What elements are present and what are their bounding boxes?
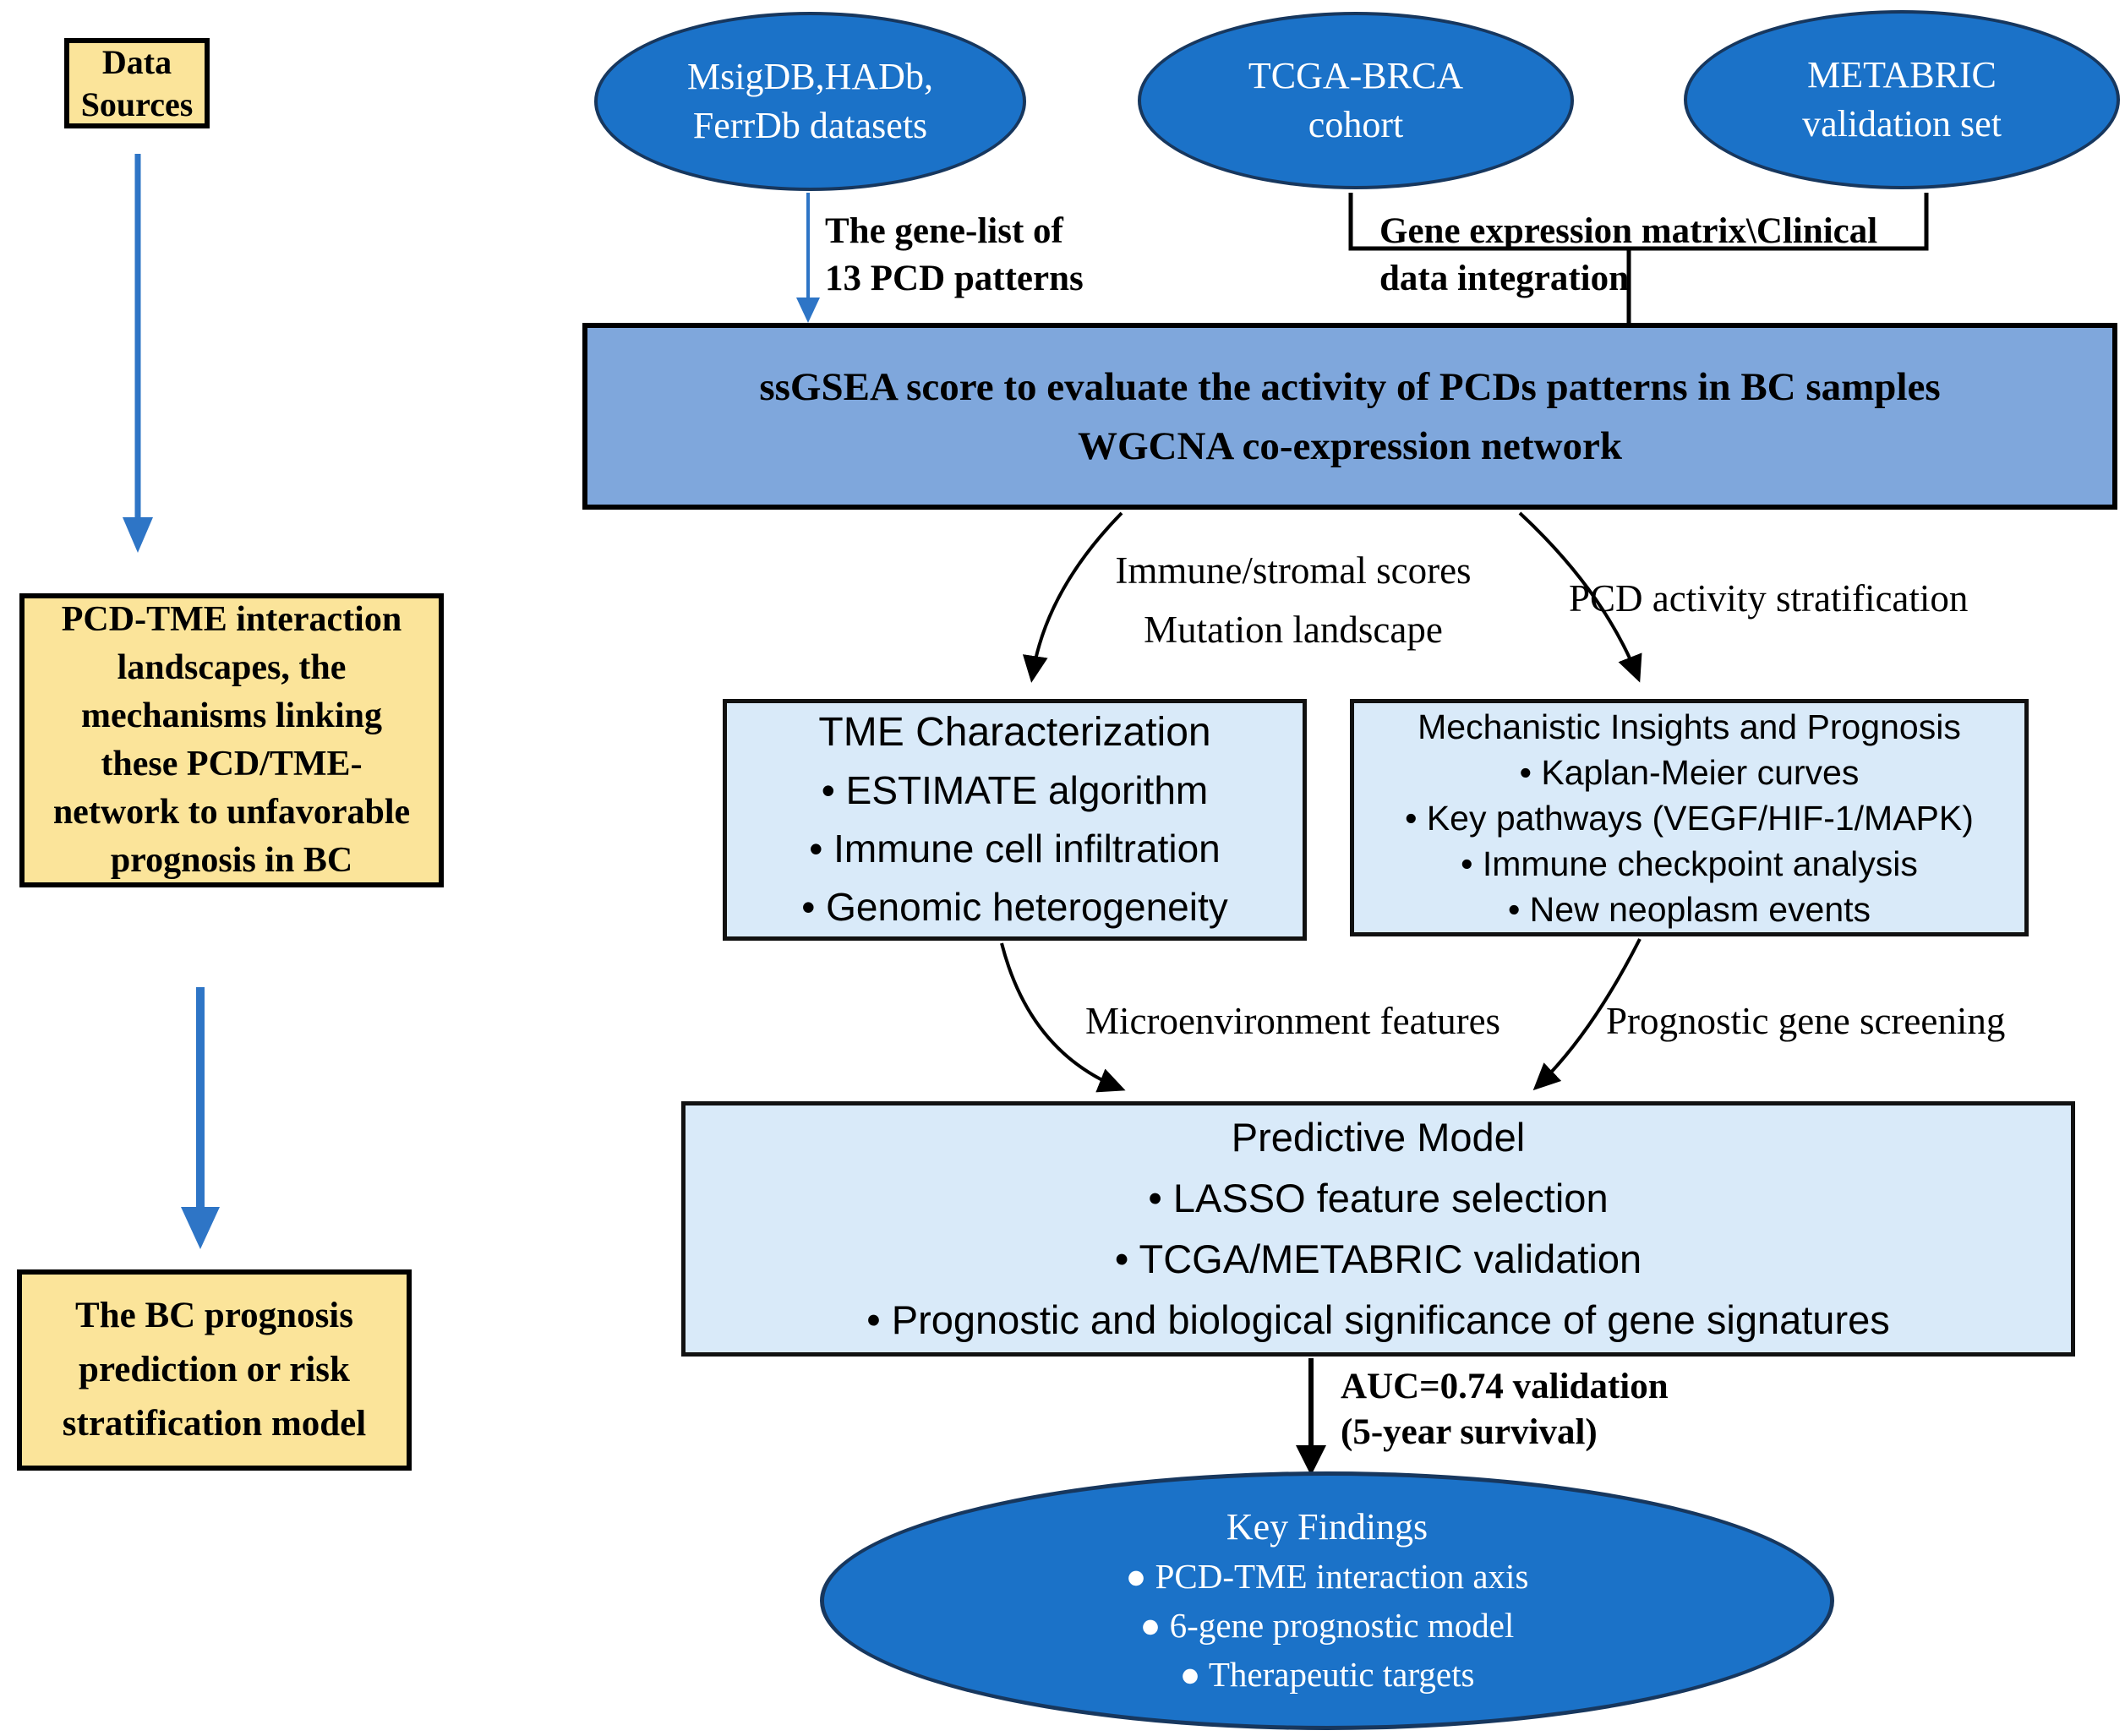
msigdb-ellipse: MsigDB,HADb, FerrDb datasets xyxy=(594,12,1026,191)
gene-list-arrow xyxy=(796,193,820,323)
msigdb-line: MsigDB,HADb, xyxy=(687,56,933,97)
integration-label-line: data integration xyxy=(1379,259,1630,298)
ssgsea-line: WGCNA co-expression network xyxy=(1077,423,1623,468)
tcga-ellipse: TCGA-BRCA cohort xyxy=(1138,12,1574,189)
data-sources-line: Sources xyxy=(80,85,194,123)
interaction-line: network to unfavorable xyxy=(52,793,411,832)
metabric-line: METABRIC xyxy=(1807,54,1997,96)
ssgsea-box: ssGSEA score to evaluate the activity of… xyxy=(582,323,2117,510)
interaction-line: prognosis in BC xyxy=(110,841,353,880)
predictive-box-title: Predictive Model xyxy=(1231,1115,1526,1160)
mechanistic-box: Mechanistic Insights and Prognosis • Kap… xyxy=(1350,699,2029,936)
tme-box-item: • Genomic heterogeneity xyxy=(801,885,1228,929)
key-findings-item: ● Therapeutic targets xyxy=(1179,1655,1475,1694)
bc-prognosis-model-box: The BC prognosis prediction or risk stra… xyxy=(17,1269,412,1471)
integration-label-line: Gene expression matrix\Clinical xyxy=(1379,211,1878,251)
mechanistic-box-item: • New neoplasm events xyxy=(1507,889,1871,929)
auc-label-line: AUC=0.74 validation xyxy=(1341,1367,1669,1406)
prognosis-model-line: The BC prognosis xyxy=(75,1296,353,1335)
pcd-activity-label: PCD activity stratification xyxy=(1569,577,1969,620)
interaction-line: landscapes, the xyxy=(117,648,347,687)
data-sources-line: Data xyxy=(101,42,172,81)
predictive-box-item: • LASSO feature selection xyxy=(1148,1176,1609,1220)
mechanistic-box-item: • Immune checkpoint analysis xyxy=(1461,843,1918,883)
immune-stromal-label: Immune/stromal scores Mutation landscape xyxy=(1057,541,1530,659)
mechanistic-box-title: Mechanistic Insights and Prognosis xyxy=(1418,707,1961,746)
auc-label-line: (5-year survival) xyxy=(1341,1412,1598,1452)
auc-arrow xyxy=(1296,1358,1326,1476)
tme-box-title: TME Characterization xyxy=(818,710,1211,755)
micro-features-label: Microenvironment features xyxy=(1085,1000,1501,1042)
interaction-line: mechanisms linking xyxy=(81,696,382,735)
data-sources-flow-arrow-2 xyxy=(181,987,220,1249)
tme-box-item: • Immune cell infiltration xyxy=(809,827,1221,871)
immune-stromal-line: Immune/stromal scores xyxy=(1115,549,1472,592)
integration-label: Gene expression matrix\Clinical data int… xyxy=(1379,208,1877,303)
metabric-ellipse: METABRIC validation set xyxy=(1684,10,2120,189)
gene-list-label-line: 13 PCD patterns xyxy=(825,259,1084,298)
predictive-box-item: • Prognostic and biological significance… xyxy=(866,1297,1890,1342)
gene-list-label: The gene-list of 13 PCD patterns xyxy=(825,208,1084,303)
key-findings-item: ● 6-gene prognostic model xyxy=(1139,1606,1515,1645)
interaction-line: these PCD/TME- xyxy=(101,745,363,783)
prognosis-model-line: stratification model xyxy=(62,1404,367,1444)
key-findings-ellipse: Key Findings ● PCD-TME interaction axis … xyxy=(820,1471,1834,1730)
prog-screening-label: Prognostic gene screening xyxy=(1606,1000,2006,1042)
predictive-box-item: • TCGA/METABRIC validation xyxy=(1114,1236,1642,1281)
msigdb-line: FerrDb datasets xyxy=(692,105,928,146)
immune-stromal-line: Mutation landscape xyxy=(1144,609,1443,651)
tme-box: TME Characterization • ESTIMATE algorith… xyxy=(723,699,1307,941)
interaction-line: PCD-TME interaction xyxy=(61,600,402,639)
data-sources-box: Data Sources xyxy=(64,38,210,128)
key-findings-item: ● PCD-TME interaction axis xyxy=(1125,1557,1529,1596)
data-sources-flow-arrow-1 xyxy=(123,154,153,553)
key-findings-title: Key Findings xyxy=(1226,1506,1429,1548)
tme-box-item: • ESTIMATE algorithm xyxy=(821,768,1209,812)
auc-label: AUC=0.74 validation (5-year survival) xyxy=(1341,1364,1669,1455)
pcd-tme-interaction-box: PCD-TME interaction landscapes, the mech… xyxy=(19,593,444,887)
mechanistic-box-item: • Key pathways (VEGF/HIF-1/MAPK) xyxy=(1405,798,1974,838)
ssgsea-line: ssGSEA score to evaluate the activity of… xyxy=(759,364,1941,409)
predictive-model-box: Predictive Model • LASSO feature selecti… xyxy=(681,1101,2075,1357)
tcga-line: TCGA-BRCA xyxy=(1248,55,1464,96)
metabric-line: validation set xyxy=(1802,103,2002,145)
prognosis-model-line: prediction or risk xyxy=(79,1350,350,1389)
gene-list-label-line: The gene-list of xyxy=(825,211,1063,251)
mechanistic-box-item: • Kaplan-Meier curves xyxy=(1519,752,1860,792)
tcga-line: cohort xyxy=(1308,104,1404,145)
